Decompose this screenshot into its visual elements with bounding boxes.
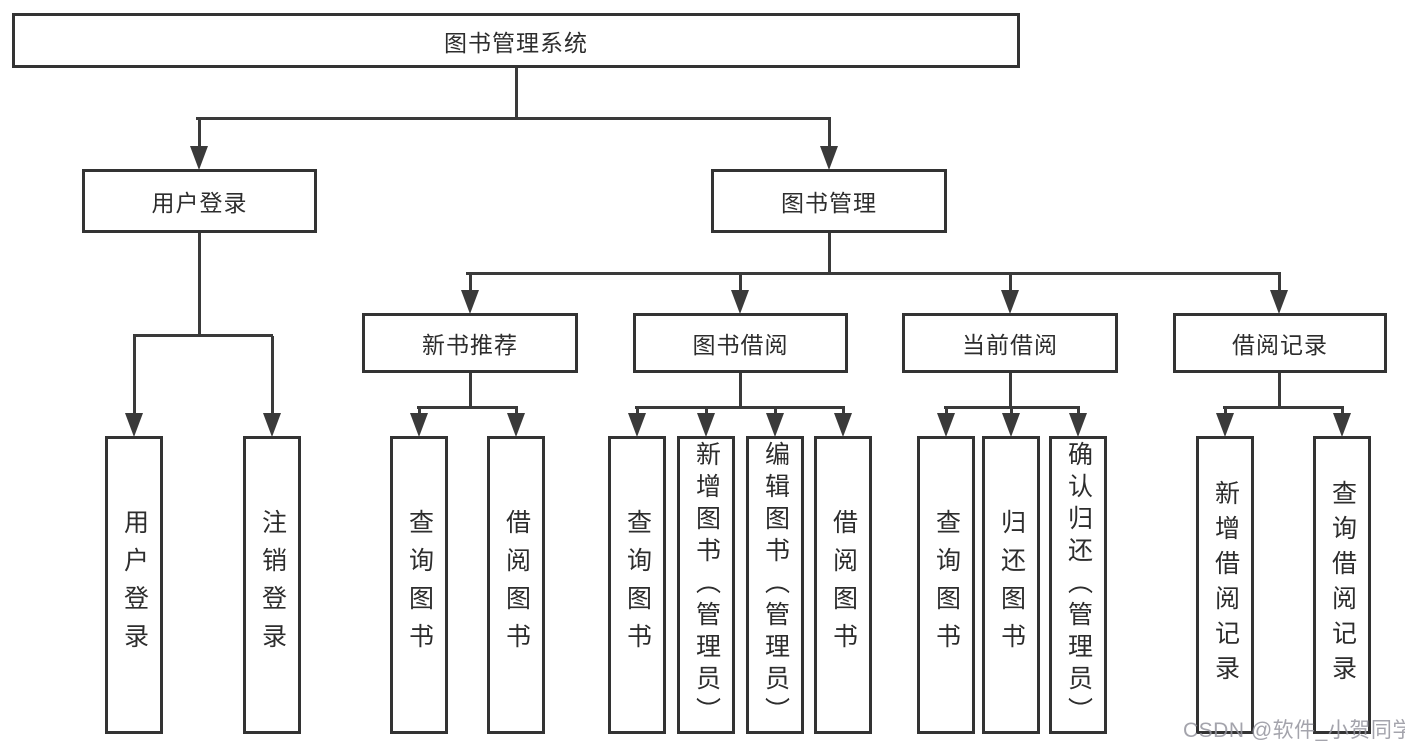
down-arrowhead-icon <box>125 413 143 437</box>
connector-line <box>198 233 201 337</box>
down-arrowhead-icon <box>731 290 749 314</box>
node-borrowing-records: 借阅记录 <box>1173 313 1387 373</box>
down-arrowhead-icon <box>697 413 715 437</box>
leaf-edit-book-admin-label: 编辑图书（管理员） <box>761 441 790 729</box>
connector-line <box>515 408 518 414</box>
down-arrowhead-icon <box>507 413 525 437</box>
node-root-label: 图书管理系统 <box>444 29 588 56</box>
down-arrowhead-icon <box>410 413 428 437</box>
down-arrowhead-icon <box>1002 413 1020 437</box>
down-arrowhead-icon <box>263 413 281 437</box>
connector-line <box>1278 373 1281 408</box>
leaf-borrow-books-recommend: 借阅图书 <box>487 436 545 734</box>
leaf-query-books-recommend: 查询图书 <box>390 436 448 734</box>
connector-line <box>945 408 948 414</box>
leaf-confirm-return-admin-label: 确认归还（管理员） <box>1064 441 1093 729</box>
node-book-management-label: 图书管理 <box>781 190 877 216</box>
connector-line <box>635 406 845 409</box>
connector-line <box>469 274 472 294</box>
leaf-borrow-books-label: 借阅图书 <box>829 509 858 661</box>
leaf-query-borrow-record: 查询借阅记录 <box>1313 436 1371 734</box>
node-book-management: 图书管理 <box>711 169 947 233</box>
node-user-login: 用户登录 <box>82 169 317 233</box>
leaf-user-login-label: 用户登录 <box>120 509 149 661</box>
connector-line <box>196 117 831 120</box>
connector-line <box>705 408 708 414</box>
node-root: 图书管理系统 <box>12 13 1020 68</box>
leaf-logout-label: 注销登录 <box>258 509 287 661</box>
leaf-query-books-current: 查询图书 <box>917 436 975 734</box>
leaf-borrow-books-recommend-label: 借阅图书 <box>502 509 531 661</box>
down-arrowhead-icon <box>766 413 784 437</box>
node-borrowing-records-label: 借阅记录 <box>1232 332 1328 358</box>
leaf-edit-book-admin: 编辑图书（管理员） <box>746 436 804 734</box>
connector-line <box>418 408 421 414</box>
connector-line <box>1224 408 1227 414</box>
node-user-login-label: 用户登录 <box>151 190 248 216</box>
connector-line <box>944 406 1080 409</box>
connector-line <box>739 373 742 408</box>
leaf-query-books-borrowing-label: 查询图书 <box>623 509 652 661</box>
leaf-user-login: 用户登录 <box>105 436 163 734</box>
connector-line <box>1010 408 1013 414</box>
connector-line <box>133 336 136 414</box>
connector-line <box>417 406 518 409</box>
node-book-borrowing: 图书借阅 <box>633 313 848 373</box>
down-arrowhead-icon <box>820 146 838 170</box>
node-current-borrowing-label: 当前借阅 <box>962 332 1058 358</box>
down-arrowhead-icon <box>1270 290 1288 314</box>
connector-line <box>1278 274 1281 294</box>
leaf-return-book-label: 归还图书 <box>997 509 1026 661</box>
watermark: CSDN @软件_小贺同学 <box>1183 719 1405 742</box>
leaf-query-books-borrowing: 查询图书 <box>608 436 666 734</box>
down-arrowhead-icon <box>1216 413 1234 437</box>
down-arrowhead-icon <box>834 413 852 437</box>
leaf-confirm-return-admin: 确认归还（管理员） <box>1049 436 1107 734</box>
connector-line <box>739 274 742 294</box>
connector-line <box>1009 274 1012 294</box>
connector-line <box>842 408 845 414</box>
down-arrowhead-icon <box>1333 413 1351 437</box>
leaf-query-borrow-record-label: 查询借阅记录 <box>1328 480 1357 690</box>
node-new-book-recommend: 新书推荐 <box>362 313 578 373</box>
connector-line <box>515 68 518 120</box>
node-new-book-recommend-label: 新书推荐 <box>422 332 518 358</box>
connector-line <box>133 334 273 337</box>
down-arrowhead-icon <box>628 413 646 437</box>
leaf-return-book: 归还图书 <box>982 436 1040 734</box>
down-arrowhead-icon <box>1069 413 1087 437</box>
connector-line <box>636 408 639 414</box>
connector-line <box>466 272 1281 275</box>
connector-line <box>271 336 274 414</box>
down-arrowhead-icon <box>937 413 955 437</box>
leaf-borrow-books: 借阅图书 <box>814 436 872 734</box>
connector-line <box>1009 373 1012 408</box>
leaf-add-borrow-record: 新增借阅记录 <box>1196 436 1254 734</box>
down-arrowhead-icon <box>1001 290 1019 314</box>
connector-line <box>1223 406 1344 409</box>
connector-line <box>828 119 831 149</box>
leaf-logout: 注销登录 <box>243 436 301 734</box>
leaf-add-book-admin: 新增图书（管理员） <box>677 436 735 734</box>
leaf-add-borrow-record-label: 新增借阅记录 <box>1211 480 1240 690</box>
down-arrowhead-icon <box>461 290 479 314</box>
connector-line <box>198 119 201 149</box>
node-current-borrowing: 当前借阅 <box>902 313 1118 373</box>
leaf-add-book-admin-label: 新增图书（管理员） <box>692 441 721 729</box>
connector-line <box>828 233 831 275</box>
leaf-query-books-current-label: 查询图书 <box>932 509 961 661</box>
connector-line <box>1077 408 1080 414</box>
down-arrowhead-icon <box>190 146 208 170</box>
connector-line <box>1341 408 1344 414</box>
leaf-query-books-recommend-label: 查询图书 <box>405 509 434 661</box>
node-book-borrowing-label: 图书借阅 <box>692 332 789 358</box>
connector-line <box>469 373 472 408</box>
connector-line <box>774 408 777 414</box>
